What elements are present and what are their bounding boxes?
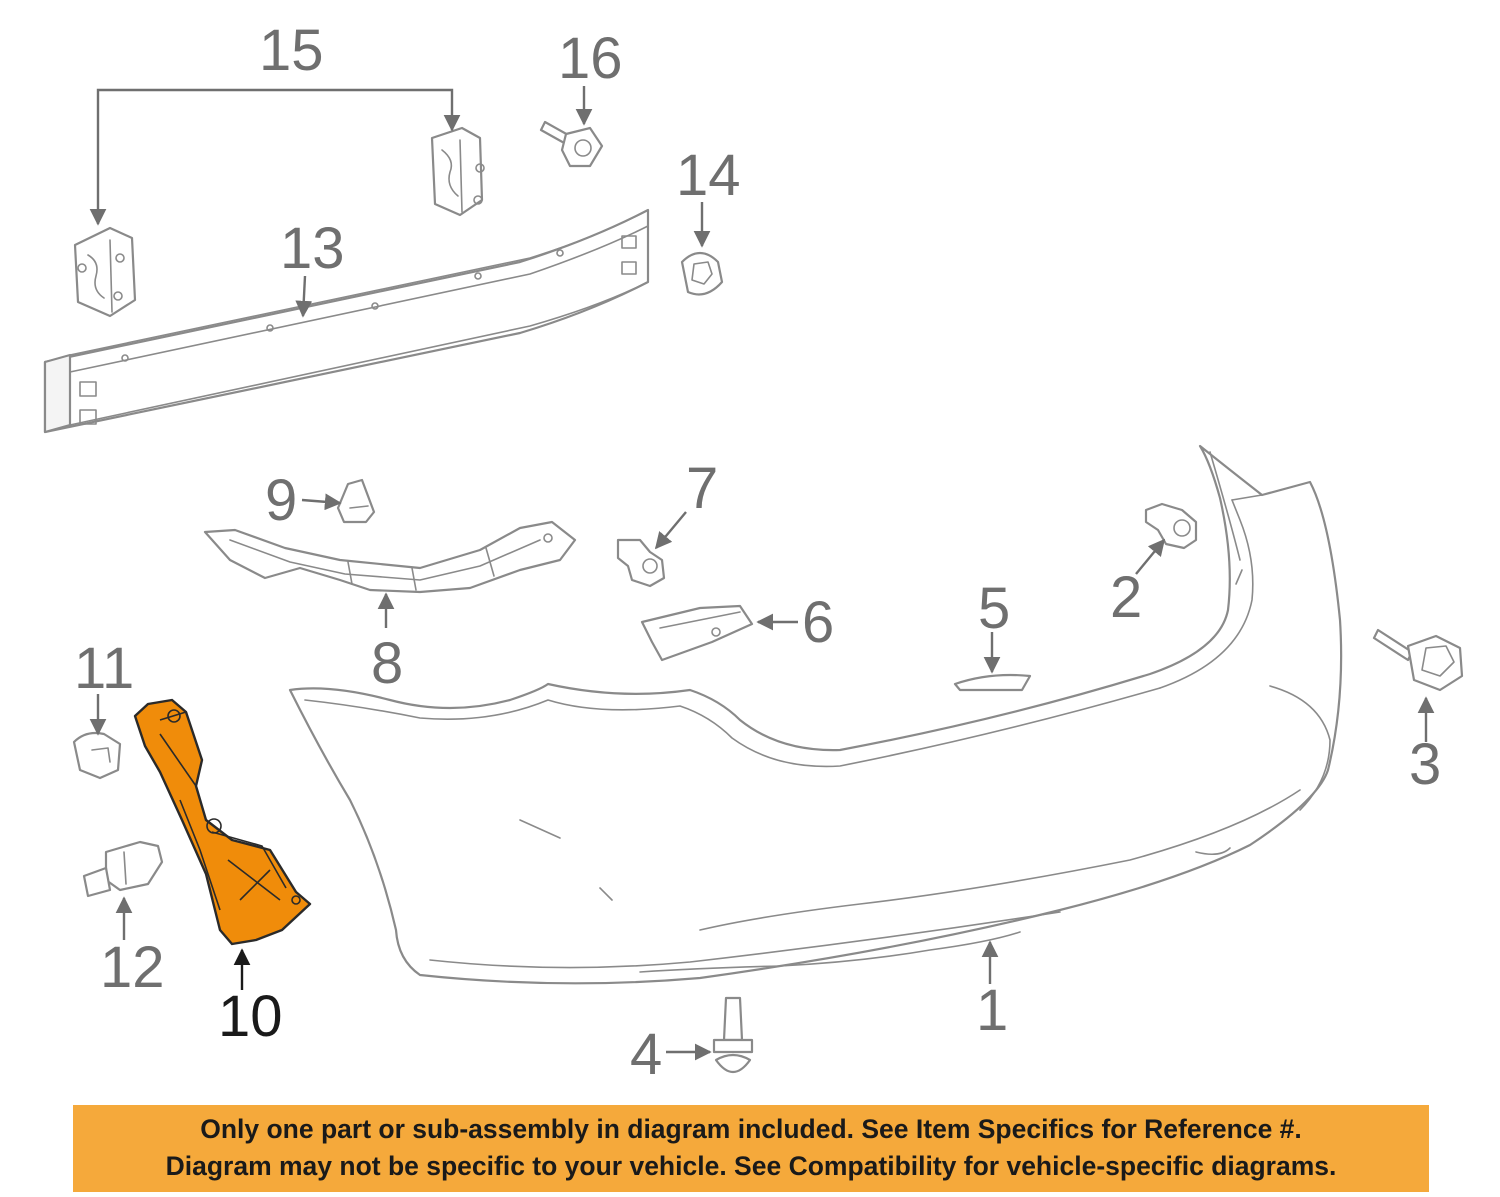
leader-7 bbox=[654, 511, 687, 550]
bumper-cover bbox=[288, 444, 1343, 985]
highlighted-bracket-10 bbox=[133, 698, 312, 946]
bolt-16 bbox=[539, 120, 604, 168]
callout-16: 16 bbox=[558, 26, 623, 91]
clip-9 bbox=[336, 478, 376, 524]
disclaimer-line-1: Only one part or sub-assembly in diagram… bbox=[200, 1114, 1302, 1144]
callout-4: 4 bbox=[630, 1022, 662, 1087]
energy-absorber-right bbox=[430, 126, 485, 217]
nut-14 bbox=[680, 251, 724, 296]
rivet-4 bbox=[712, 996, 754, 1074]
leader-9 bbox=[301, 493, 342, 511]
reinforcement-beam bbox=[43, 208, 650, 434]
leader-2 bbox=[1135, 538, 1166, 575]
callout-labels: 15 16 14 13 9 7 8 6 5 2 3 11 12 10 1 4 bbox=[74, 18, 1441, 1087]
bumper-bracket-8 bbox=[203, 520, 577, 594]
energy-absorber-left bbox=[73, 226, 137, 318]
callout-2: 2 bbox=[1110, 565, 1142, 630]
callout-7: 7 bbox=[686, 456, 718, 521]
clip-12 bbox=[82, 840, 164, 898]
clip-11 bbox=[72, 731, 122, 780]
callout-13: 13 bbox=[280, 216, 345, 281]
callout-9: 9 bbox=[265, 468, 297, 533]
disclaimer-line-2: Diagram may not be specific to your vehi… bbox=[165, 1151, 1337, 1181]
clip-2 bbox=[1144, 502, 1198, 550]
callout-14: 14 bbox=[676, 143, 741, 208]
retainer-6 bbox=[640, 604, 754, 662]
pad-5 bbox=[953, 673, 1032, 692]
callout-8: 8 bbox=[371, 631, 403, 696]
callout-11: 11 bbox=[74, 636, 134, 701]
callout-1: 1 bbox=[976, 978, 1008, 1043]
callout-15: 15 bbox=[259, 18, 324, 83]
disclaimer-banner: Only one part or sub-assembly in diagram… bbox=[73, 1105, 1429, 1192]
callout-5: 5 bbox=[978, 576, 1010, 641]
clip-7 bbox=[616, 538, 666, 588]
callout-6: 6 bbox=[802, 590, 834, 655]
leader-13 bbox=[295, 275, 313, 318]
leader-15b bbox=[286, 88, 461, 132]
leader-15 bbox=[89, 88, 286, 226]
callout-10: 10 bbox=[218, 984, 283, 1049]
callout-12: 12 bbox=[100, 935, 165, 1000]
callout-3: 3 bbox=[1409, 732, 1441, 797]
leader-lines bbox=[89, 86, 1435, 1061]
screw-3 bbox=[1372, 628, 1464, 692]
